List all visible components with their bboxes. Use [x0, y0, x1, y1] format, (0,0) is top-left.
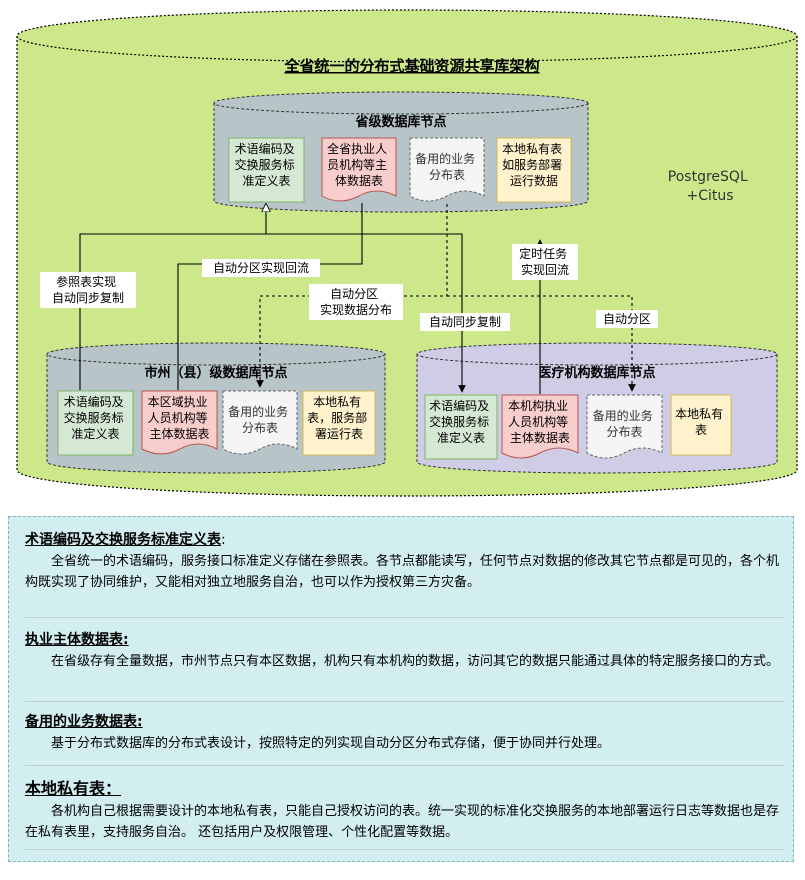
note-backup-table: 备用的业务数据表: 基于分布式数据库的分布式表设计，按照特定的列实现自动分区分布…	[25, 711, 785, 754]
city-node-label: 市州（县）级数据库节点	[144, 365, 287, 381]
svg-text:参照表实现 自动同步复制: 参照表实现 自动同步复制	[52, 274, 124, 305]
edge-label-auto-partition-distribution: 自动分区 实现数据分布	[309, 284, 403, 320]
city-private-table: 本地私有 表，服务部 署运行表	[302, 390, 376, 456]
edge-label-auto-sync-copy: 自动同步复制	[420, 313, 510, 331]
province-backup-table: 备用的业务 分布表	[409, 137, 485, 202]
edge-city-term-to-province	[79, 204, 266, 390]
note-term-table: 术语编码及交换服务标准定义表: 全省统一的术语编码，服务接口标准定义存储在参照表…	[25, 529, 785, 593]
divider	[25, 617, 785, 618]
svg-text:备用的业务 分布表: 备用的业务 分布表	[415, 151, 479, 182]
svg-text:备用的业务 分布表: 备用的业务 分布表	[593, 408, 657, 439]
svg-text:全省执业人 员机构等主 体数据表: 全省执业人 员机构等主 体数据表	[327, 141, 391, 188]
svg-text:定时任务 实现回流: 定时任务 实现回流	[519, 246, 571, 277]
note-private-body: 各机构自己根据需要设计的本地私有表，只能自己授权访问的表。统一实现的标准化交换服…	[25, 804, 780, 840]
svg-text:备用的业务 分布表: 备用的业务 分布表	[228, 404, 292, 435]
note-private-title: 本地私有表：	[25, 779, 122, 798]
diagram-title: 全省统一的分布式基础资源共享库架构	[283, 57, 539, 75]
platform-label: PostgreSQL +Citus	[668, 169, 752, 204]
edge-province-to-medical-term	[266, 233, 466, 393]
note-subject-body: 在省级存有全量数据，市州节点只有本区数据，机构只有本机构的数据，访问其它的数据只…	[51, 654, 780, 669]
medical-private-table: 本地私有 表	[670, 394, 732, 456]
edge-province-backup-to-medical	[447, 295, 636, 392]
svg-text:本地私有 表: 本地私有 表	[675, 407, 727, 437]
note-backup-title: 备用的业务数据表:	[25, 714, 143, 730]
edge-province-backup-to-city	[256, 204, 448, 388]
province-subject-table: 全省执业人 员机构等主 体数据表	[321, 137, 397, 202]
province-private-table: 本地私有表 如服务部署 运行数据	[496, 137, 572, 203]
svg-text:自动同步复制: 自动同步复制	[429, 315, 501, 329]
note-term-body: 全省统一的术语编码，服务接口标准定义存储在参照表。各节点都能读写，任何节点对数据…	[25, 554, 780, 590]
svg-text:自动分区实现回流: 自动分区实现回流	[213, 260, 309, 275]
note-term-title: 术语编码及交换服务标准定义表	[25, 532, 221, 548]
city-subject-table: 本区域执业 人员机构等 主体数据表	[141, 390, 218, 455]
svg-text:本地私有表 如服务部署 运行数据: 本地私有表 如服务部署 运行数据	[502, 142, 566, 188]
edge-label-ref-sync: 参照表实现 自动同步复制	[40, 272, 136, 308]
edge-label-timed-task: 定时任务 实现回流	[512, 244, 578, 280]
province-node: 省级数据库节点	[213, 91, 589, 213]
edge-label-auto-partition: 自动分区	[596, 310, 658, 328]
svg-text:术语编码及 交换服务标 准定义表: 术语编码及 交换服务标 准定义表	[429, 398, 493, 445]
divider	[25, 701, 785, 702]
province-term-table: 术语编码及 交换服务标 准定义表	[228, 137, 305, 203]
divider	[25, 765, 785, 766]
edge-label-auto-partition-backflow: 自动分区实现回流	[202, 259, 320, 277]
note-subject-title: 执业主体数据表:	[25, 632, 129, 648]
svg-text:本地私有 表，服务部 署运行表: 本地私有 表，服务部 署运行表	[307, 395, 371, 441]
architecture-diagram: 全省统一的分布式基础资源共享库架构 PostgreSQL +Citus 省级数据…	[16, 9, 798, 497]
divider	[25, 849, 785, 850]
svg-text:本机构执业 人员机构等 主体数据表: 本机构执业 人员机构等 主体数据表	[508, 398, 572, 445]
svg-text:术语编码及 交换服务标 准定义表: 术语编码及 交换服务标 准定义表	[235, 141, 299, 188]
medical-term-table: 术语编码及 交换服务标 准定义表	[424, 394, 498, 460]
note-subject-table: 执业主体数据表: 在省级存有全量数据，市州节点只有本区数据，机构只有本机构的数据…	[25, 629, 785, 672]
city-term-table: 术语编码及 交换服务标 准定义表	[57, 390, 134, 456]
province-node-label: 省级数据库节点	[354, 114, 446, 130]
note-private-table: 本地私有表： 各机构自己根据需要设计的本地私有表，只能自己授权访问的表。统一实现…	[25, 775, 785, 843]
medical-backup-table: 备用的业务 分布表	[586, 394, 663, 459]
notes-panel: 术语编码及交换服务标准定义表: 全省统一的术语编码，服务接口标准定义存储在参照表…	[8, 516, 794, 862]
note-term-colon: :	[221, 532, 226, 548]
medical-subject-table: 本机构执业 人员机构等 主体数据表	[501, 394, 579, 459]
note-backup-body: 基于分布式数据库的分布式表设计，按照特定的列实现自动分区分布式存储，便于协同并行…	[51, 736, 611, 751]
city-backup-table: 备用的业务 分布表	[222, 390, 298, 455]
svg-text:自动分区: 自动分区	[603, 312, 651, 326]
svg-text:术语编码及 交换服务标 准定义表: 术语编码及 交换服务标 准定义表	[64, 394, 128, 441]
medical-node-label: 医疗机构数据库节点	[538, 365, 655, 381]
svg-text:本区域执业 人员机构等 主体数据表: 本区域执业 人员机构等 主体数据表	[148, 395, 212, 441]
svg-text:自动分区 实现数据分布: 自动分区 实现数据分布	[320, 287, 392, 317]
